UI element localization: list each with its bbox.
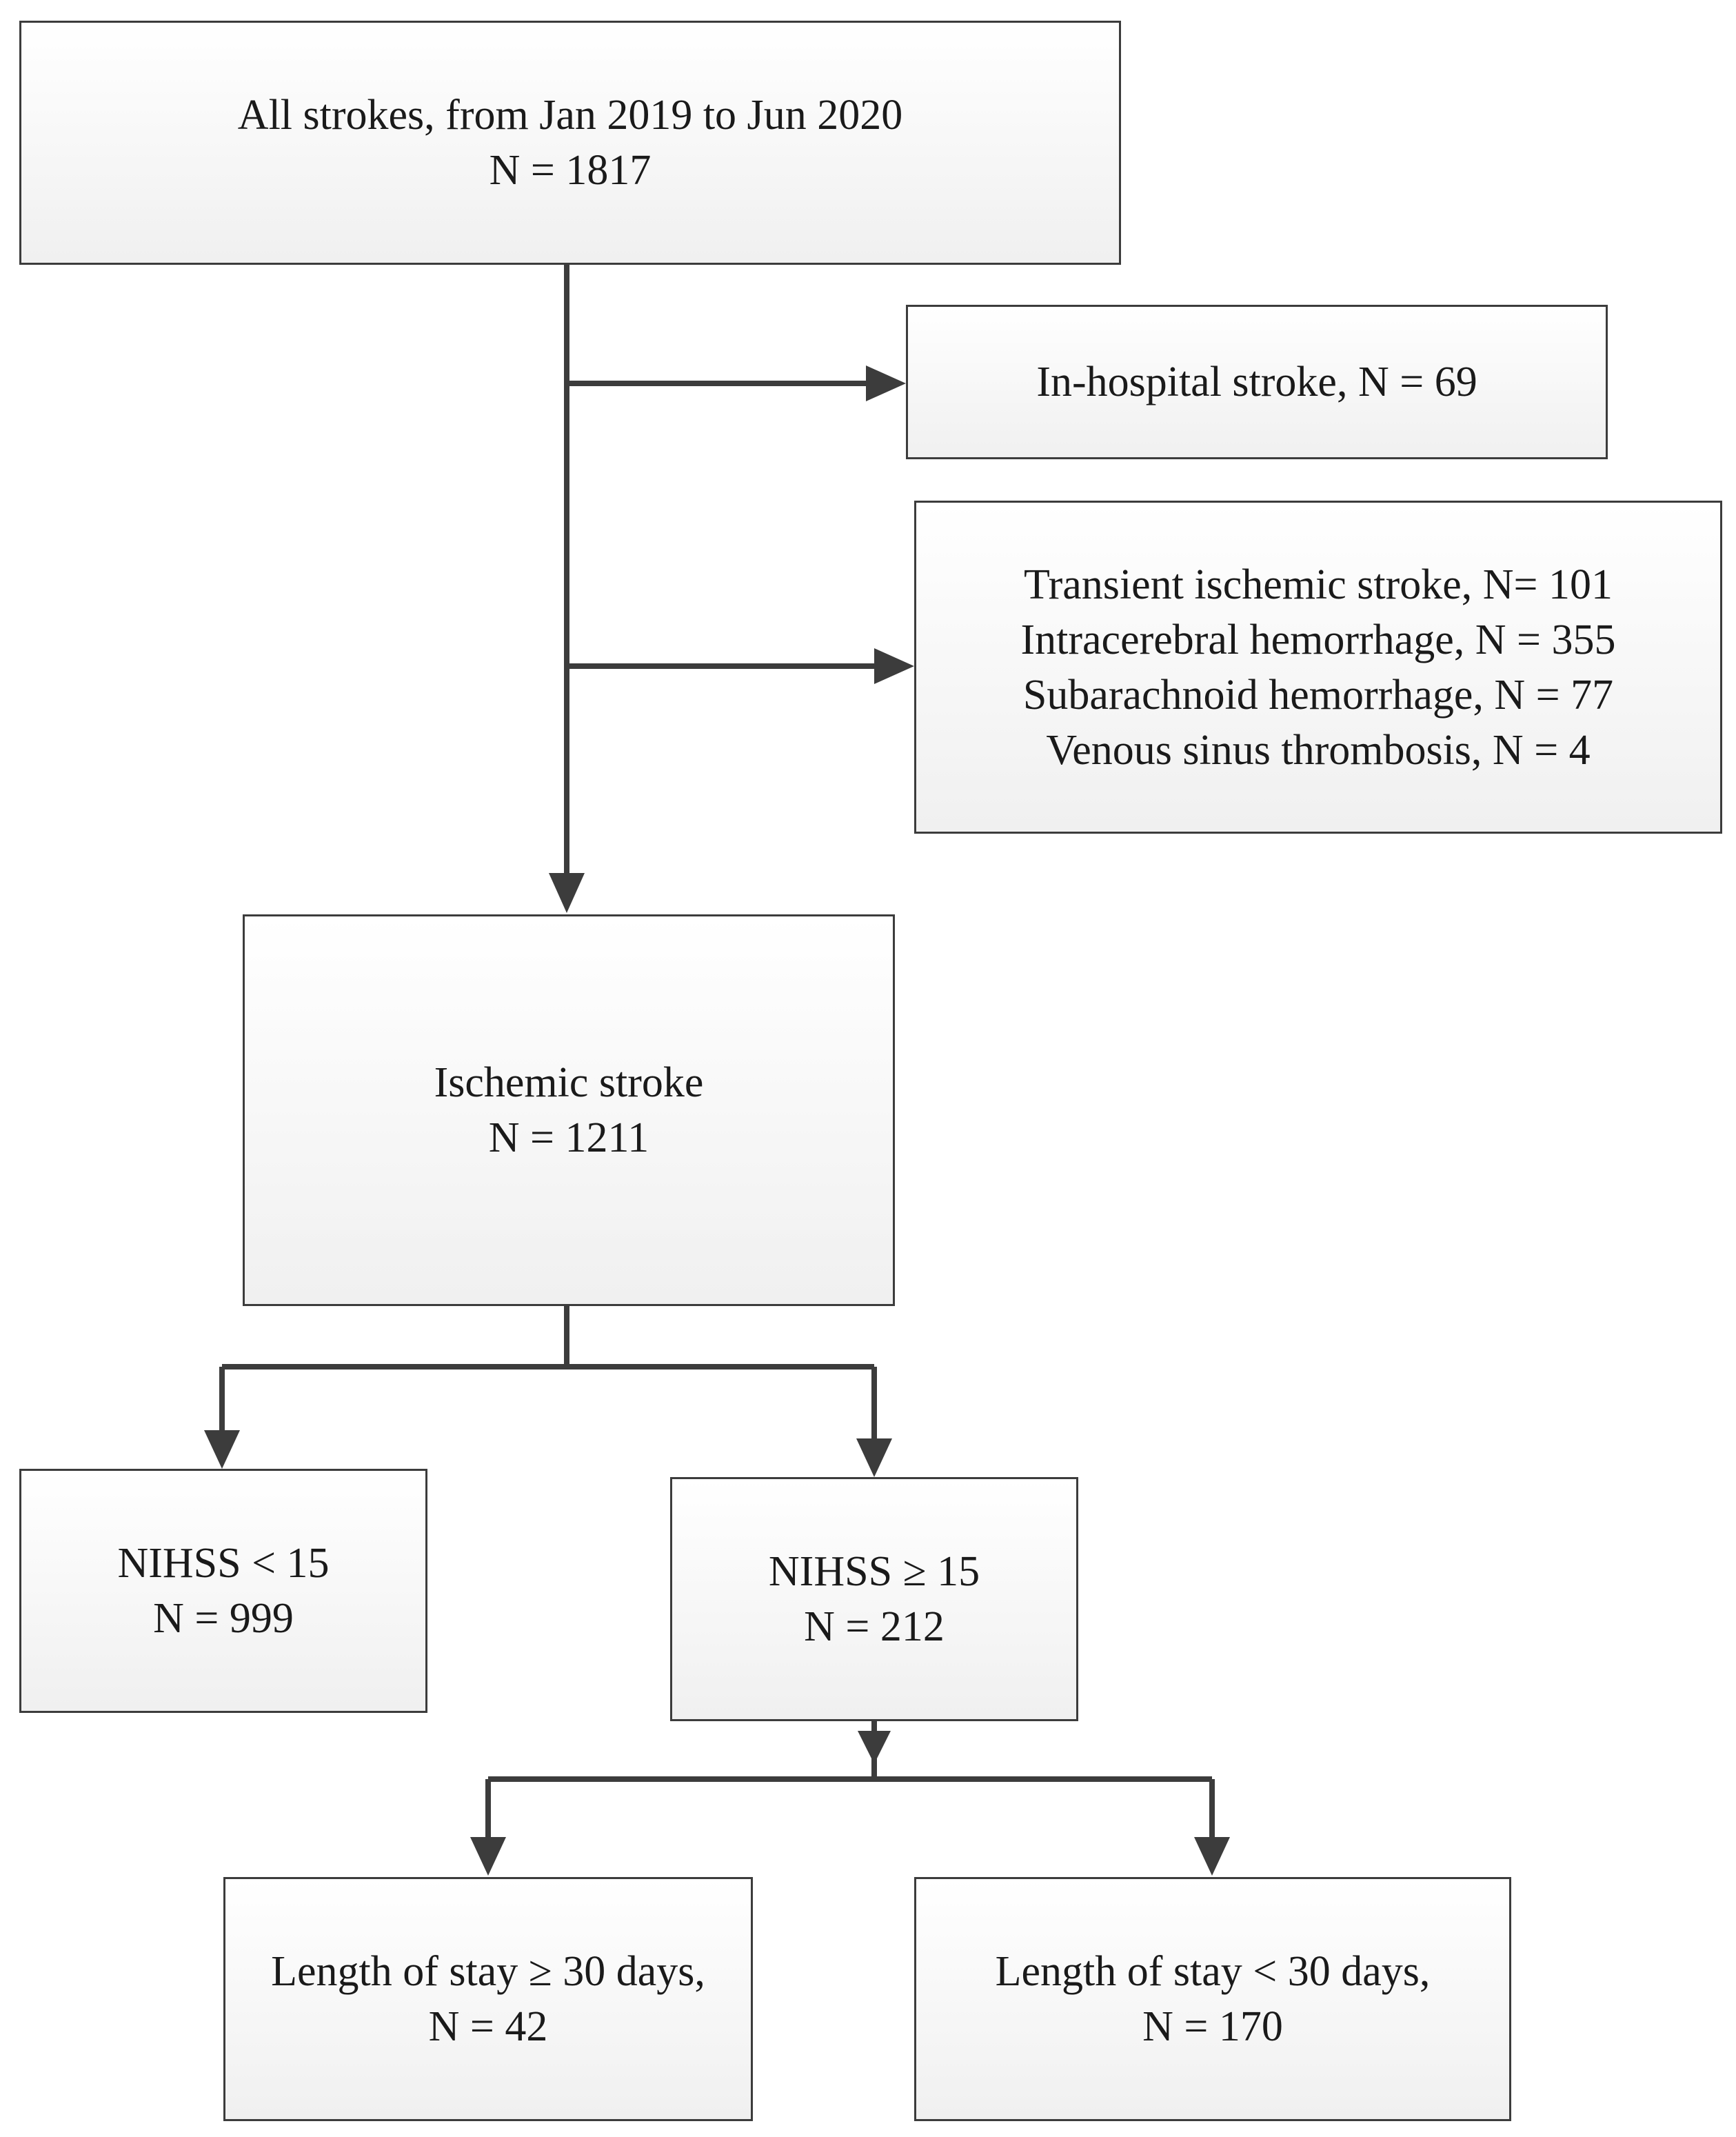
excluded-cvst-line: Venous sinus thrombosis, N = 4 <box>1046 726 1591 774</box>
excluded-types-box: Transient ischemic stroke, N= 101 Intrac… <box>914 501 1722 834</box>
arrow-to-in-hospital <box>866 365 906 401</box>
arrow-to-los-short <box>1194 1837 1230 1876</box>
los-long-box: Length of stay ≥ 30 days, N = 42 <box>223 1877 753 2121</box>
all-strokes-label: All strokes, from Jan 2019 to Jun 2020 <box>237 92 903 139</box>
nihss-low-count: N = 999 <box>153 1595 294 1642</box>
ischemic-stroke-label: Ischemic stroke <box>434 1059 704 1106</box>
los-short-count: N = 170 <box>1142 2003 1283 2050</box>
in-hospital-stroke-box: In-hospital stroke, N = 69 <box>906 305 1608 459</box>
nihss-high-box: NIHSS ≥ 15 N = 212 <box>670 1477 1078 1721</box>
arrow-to-los-long <box>470 1837 506 1876</box>
arrow-to-nihss-high <box>856 1438 892 1477</box>
los-long-label: Length of stay ≥ 30 days, <box>271 1948 705 1995</box>
ischemic-stroke-count: N = 1211 <box>488 1114 649 1161</box>
excluded-sah-line: Subarachnoid hemorrhage, N = 77 <box>1022 671 1614 719</box>
arrow-to-excluded <box>874 648 914 684</box>
los-short-label: Length of stay < 30 days, <box>995 1948 1431 1995</box>
arrow-to-ischemic <box>549 873 585 913</box>
nihss-high-label: NIHSS ≥ 15 <box>768 1548 980 1595</box>
all-strokes-box: All strokes, from Jan 2019 to Jun 2020 N… <box>19 21 1121 265</box>
nihss-low-box: NIHSS < 15 N = 999 <box>19 1469 427 1713</box>
excluded-ich-line: Intracerebral hemorrhage, N = 355 <box>1020 616 1616 663</box>
los-long-count: N = 42 <box>428 2003 548 2050</box>
nihss-high-count: N = 212 <box>804 1603 945 1650</box>
nihss-high-stem-arrow <box>858 1731 891 1764</box>
all-strokes-count: N = 1817 <box>489 147 652 194</box>
excluded-tia-line: Transient ischemic stroke, N= 101 <box>1023 561 1613 608</box>
ischemic-stroke-box: Ischemic stroke N = 1211 <box>243 914 895 1306</box>
los-short-box: Length of stay < 30 days, N = 170 <box>914 1877 1511 2121</box>
nihss-low-label: NIHSS < 15 <box>117 1540 330 1587</box>
in-hospital-stroke-label: In-hospital stroke, N = 69 <box>1036 359 1477 405</box>
arrow-to-nihss-low <box>204 1430 240 1469</box>
